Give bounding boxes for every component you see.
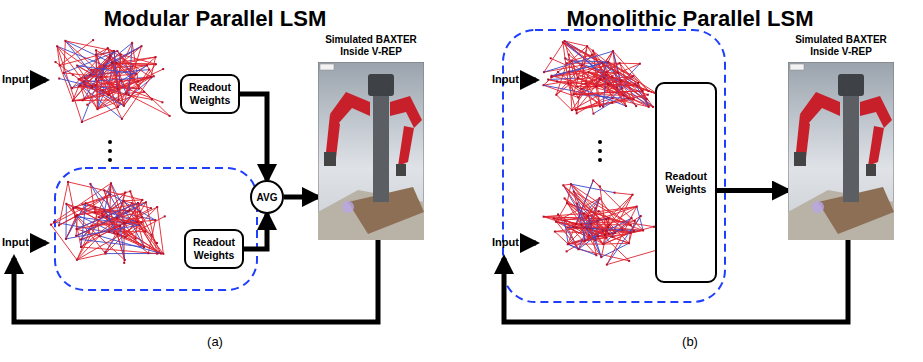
node-text: Readout Weights	[189, 236, 239, 261]
robot-simulation: Simulated BAXTER Inside V-REP	[318, 34, 424, 240]
panel-caption: (a)	[207, 334, 223, 349]
readout-box: Readout Weights	[184, 229, 244, 269]
reservoir-network	[55, 39, 171, 123]
robot-image	[318, 62, 424, 240]
image-heading: Simulated BAXTER Inside V-REP	[788, 34, 894, 57]
image-heading: Simulated BAXTER Inside V-REP	[318, 34, 424, 57]
input-label: Input	[2, 236, 29, 248]
panel-title: Modular Parallel LSM	[104, 6, 327, 32]
average-circle: AVG	[250, 180, 284, 214]
node-text: AVG	[257, 192, 278, 203]
input-label: Input	[2, 73, 29, 85]
node-text: Readout Weights	[660, 170, 712, 195]
feedback-arrow	[14, 240, 848, 322]
node-text: Readout Weights	[185, 81, 235, 106]
flow-arrow	[717, 188, 788, 193]
flow-arrow	[284, 195, 318, 200]
panel-title: Monolithic Parallel LSM	[567, 6, 814, 32]
dashed-region	[503, 30, 725, 302]
panel-caption: (b)	[682, 334, 698, 349]
dashed-region	[55, 168, 257, 290]
flow-arrow	[244, 214, 267, 249]
flow-arrow	[240, 94, 267, 180]
reservoir-network	[542, 40, 658, 115]
readout-box: Readout Weights	[180, 74, 240, 114]
input-label: Input	[492, 236, 519, 248]
input-label: Input	[492, 73, 519, 85]
reservoir-network	[50, 181, 166, 264]
input-arrow	[30, 80, 536, 243]
reservoir-network	[543, 179, 660, 265]
readout-box: Readout Weights	[655, 82, 717, 283]
robot-image	[788, 62, 894, 240]
robot-simulation: Simulated BAXTER Inside V-REP	[788, 34, 894, 240]
